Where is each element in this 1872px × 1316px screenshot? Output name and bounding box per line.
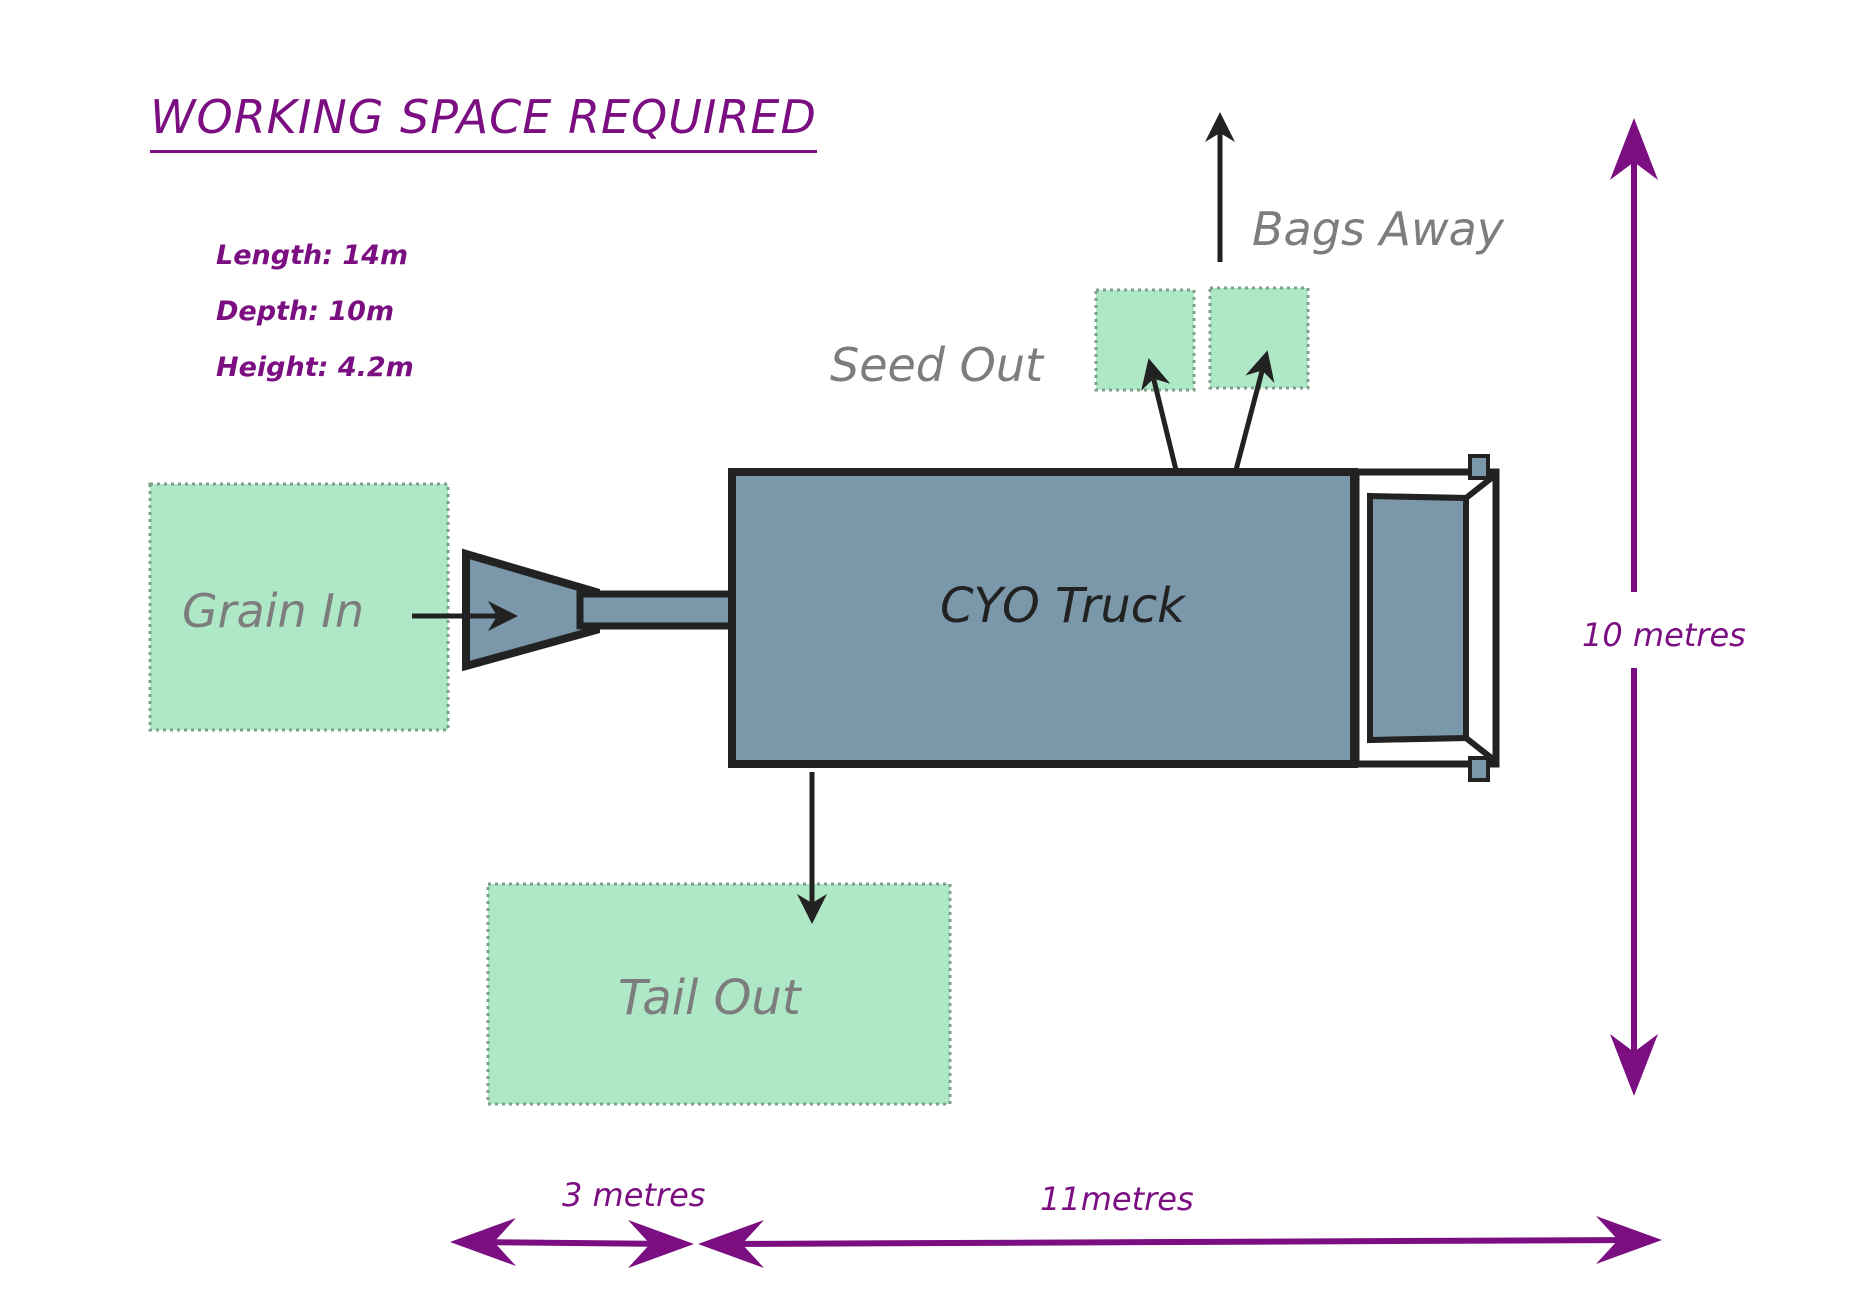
- spec-depth: Depth: 10m: [216, 296, 395, 327]
- mirror-bottom: [1468, 756, 1490, 782]
- seed-out-arrow-2: [1233, 350, 1275, 471]
- spec-length: Length: 14m: [216, 240, 409, 271]
- truck-cab-window: [1367, 492, 1469, 744]
- vertical-dimension-label: 10 metres: [1582, 616, 1746, 654]
- grain-in-zone: [148, 482, 450, 732]
- arrowhead-3m-right: [628, 1220, 694, 1268]
- horizontal-dimension-11m: [719, 1237, 1641, 1247]
- spec-height: Height: 4.2m: [216, 352, 414, 383]
- page-title: WORKING SPACE REQUIRED: [150, 90, 817, 153]
- seed-out-bin-1: [1094, 288, 1196, 392]
- hopper-funnel: [462, 548, 600, 672]
- arrowhead-11m-left: [698, 1220, 764, 1268]
- horizontal-11m-label: 11metres: [1040, 1180, 1194, 1218]
- seed-out-label: Seed Out: [830, 338, 1044, 392]
- truck-label: CYO Truck: [940, 578, 1185, 634]
- horizontal-3m-label: 3 metres: [562, 1176, 706, 1214]
- horizontal-dimension-3m: [465, 1239, 681, 1247]
- vertical-arrowhead-top: [1610, 118, 1658, 180]
- tail-out-label: Tail Out: [618, 970, 801, 1026]
- bags-away-label: Bags Away: [1252, 202, 1505, 256]
- feed-pipe: [576, 590, 736, 630]
- grain-in-label: Grain In: [182, 584, 365, 638]
- seed-out-arrow-1: [1141, 358, 1179, 471]
- arrowhead-11m-right: [1596, 1216, 1662, 1264]
- arrowhead-3m-left: [450, 1218, 516, 1266]
- mirror-top: [1468, 454, 1490, 480]
- tail-out-zone: [486, 882, 952, 1106]
- vertical-arrowhead-bottom: [1610, 1034, 1658, 1096]
